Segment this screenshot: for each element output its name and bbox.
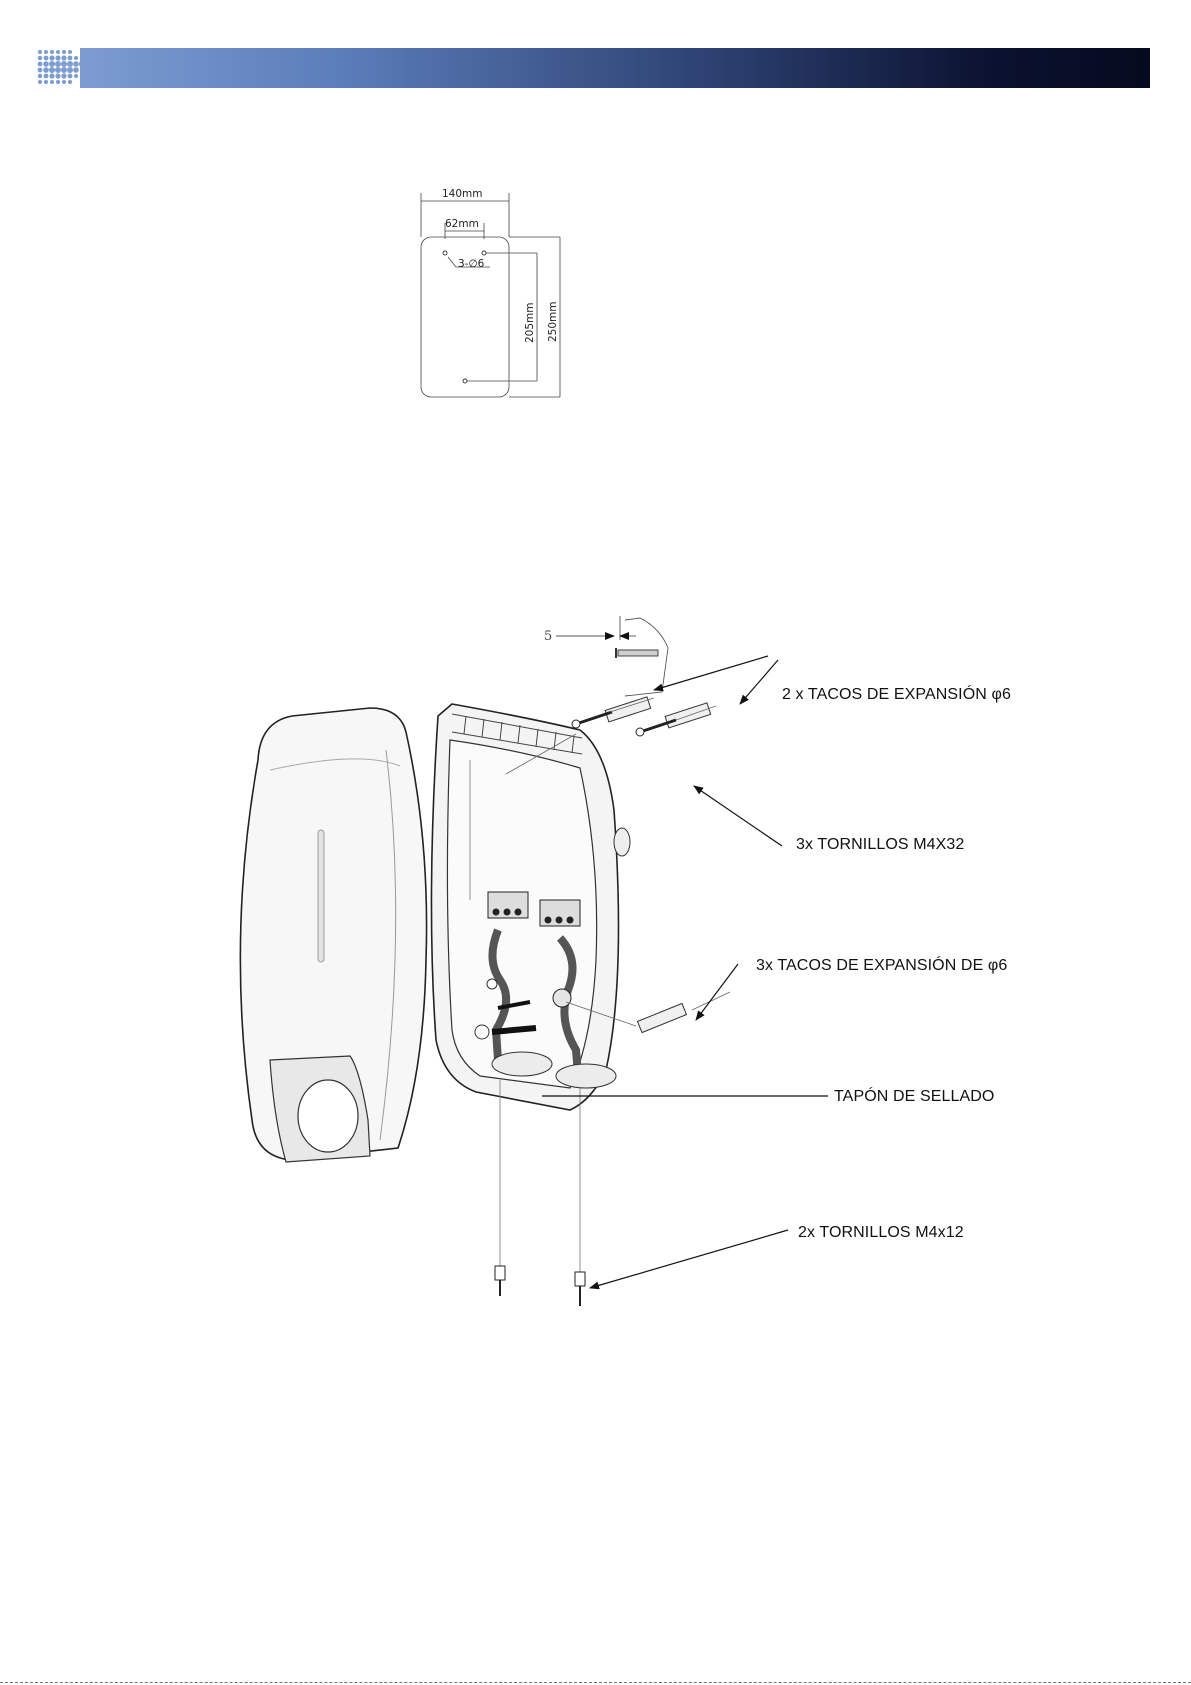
callout-expansion-plugs-top: 2 x TACOS DE EXPANSIÓN φ6: [782, 686, 1011, 704]
mounting-template-drawing: 140mm 62mm 3-∅6 205mm 250mm: [400, 185, 590, 400]
screw-m4x12: [495, 1080, 505, 1296]
callout-sealing-plug: TAPÓN DE SELLADO: [834, 1088, 994, 1106]
leader-expansion-plugs-side: [696, 964, 738, 1020]
dim-hole-spec-label: 3-∅6: [458, 258, 485, 270]
side-expansion-plug: [637, 1003, 686, 1032]
callout-screws-m4x32: 3x TORNILLOS M4X32: [796, 836, 964, 854]
expansion-plug: [605, 697, 651, 722]
mount-hole: [482, 251, 486, 255]
terminal-block: [488, 892, 528, 918]
dim-height-label: 250mm: [547, 302, 559, 343]
header-bar: [80, 48, 1150, 88]
expansion-plug: [665, 703, 711, 728]
screw-m4x32: [572, 712, 612, 728]
leader-expansion-plugs-top-b: [740, 660, 778, 704]
callout-screws-m4x12: 2x TORNILLOS M4x12: [798, 1224, 964, 1242]
page-footer-rule: [0, 1682, 1191, 1683]
screw-m4x12: [575, 1088, 585, 1306]
dim-hole-spacing-label: 62mm: [445, 218, 479, 230]
leader-screws-m4x12: [590, 1230, 788, 1288]
mount-hole: [443, 251, 447, 255]
mount-hole: [463, 379, 467, 383]
dim-hole-height-label: 205mm: [524, 303, 536, 344]
cover-socket-recess: [270, 1056, 370, 1162]
terminal-block: [540, 900, 580, 926]
front-cover: [240, 708, 426, 1162]
leader-screws-m4x32: [694, 786, 782, 846]
back-enclosure: [431, 704, 630, 1110]
leader-expansion-plugs-top-a: [654, 656, 768, 690]
dim-width-label: 140mm: [442, 188, 483, 200]
header-dots-logo: [36, 46, 96, 90]
callout-expansion-plugs-side: 3x TACOS DE EXPANSIÓN DE φ6: [756, 957, 1007, 975]
wall-detail-inset: [556, 616, 668, 696]
inset-screw: [616, 648, 658, 658]
detail-depth-label: 5: [544, 629, 552, 644]
